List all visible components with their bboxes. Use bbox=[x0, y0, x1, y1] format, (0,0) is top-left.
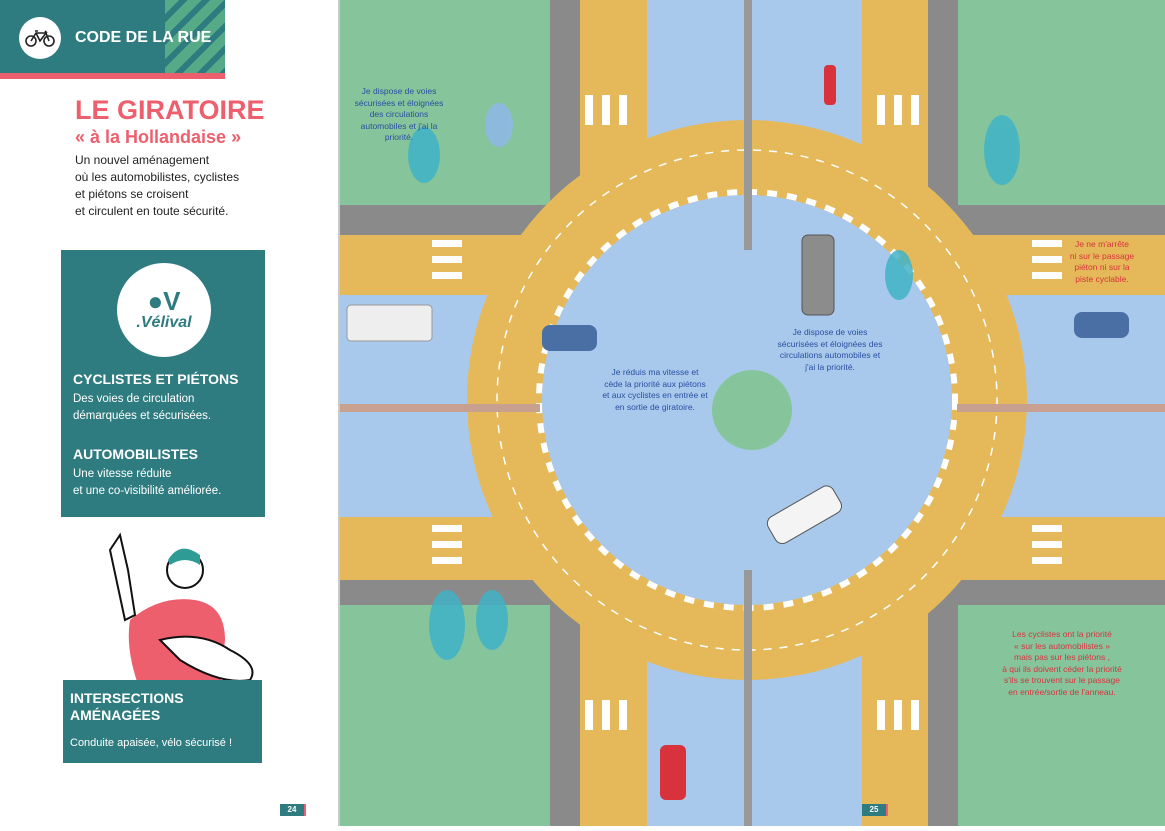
logo-mark: ●V bbox=[147, 286, 181, 316]
note-line: sécurisées et éloignées des bbox=[777, 338, 883, 349]
intro-line: où les automobilistes, cyclistes bbox=[75, 170, 240, 184]
note-line: mais pas sur les piétons , bbox=[1014, 652, 1110, 662]
note-line: Je ne m'arrête bbox=[1074, 239, 1130, 249]
page-subtitle: « à la Hollandaise » bbox=[75, 127, 242, 147]
note-line: Je réduis ma vitesse et bbox=[611, 367, 699, 377]
note-line: piste cyclable. bbox=[1075, 273, 1129, 284]
note-line: s'ils se trouvent sur le passage bbox=[1004, 675, 1120, 685]
velival-logo: ●V .Vélival bbox=[117, 263, 211, 357]
left-page: CODE DE LA RUE LE GIRATOIRE « à la Holla… bbox=[0, 0, 338, 826]
note-line: ni sur le passage bbox=[1069, 250, 1135, 261]
logo-name: .Vélival bbox=[136, 314, 192, 331]
note-line: des circulations bbox=[369, 109, 429, 119]
bicycle-icon bbox=[19, 17, 61, 59]
note-line: j'ai la priorité. bbox=[805, 361, 855, 372]
page-title: LE GIRATOIRE bbox=[75, 95, 265, 125]
note-line: en entrée/sortie de l'anneau. bbox=[1008, 686, 1116, 697]
intro-text: Un nouvel aménagement où les automobilis… bbox=[75, 152, 275, 220]
note-line: Je dispose de voies bbox=[361, 86, 437, 96]
page-number: 25 bbox=[862, 804, 888, 816]
note-line: en sortie de giratoire. bbox=[615, 401, 695, 412]
info-box: ●V .Vélival CYCLISTES ET PIÉTONS Des voi… bbox=[61, 250, 265, 517]
intro-line: et piétons se croisent bbox=[75, 187, 189, 201]
section-line: démarquées et sécurisées. bbox=[73, 410, 212, 422]
section-title: AUTOMOBILISTES bbox=[73, 446, 198, 462]
section-line: Des voies de circulation bbox=[73, 393, 195, 405]
note-line: Je dispose de voies bbox=[792, 327, 868, 337]
section-text: Une vitesse réduite et une co-visibilité … bbox=[73, 466, 221, 500]
note-line: automobiles et j'ai la bbox=[360, 120, 438, 131]
person-illustration bbox=[108, 532, 254, 690]
header-accent-bar bbox=[0, 73, 225, 79]
note-line: sécurisées et éloignées bbox=[354, 97, 444, 108]
note-line: à qui ils doivent céder la priorité bbox=[1002, 663, 1122, 674]
section-line: et une co-visibilité améliorée. bbox=[73, 485, 222, 497]
intersections-text: Conduite apaisée, vélo sécurisé ! bbox=[70, 737, 233, 749]
roundabout-illustration bbox=[340, 0, 1165, 826]
page-number: 24 bbox=[280, 804, 306, 816]
section-text: Des voies de circulation démarquées et sé… bbox=[73, 391, 211, 425]
note-line: circulations automobiles et bbox=[779, 350, 881, 360]
section-line: Une vitesse réduite bbox=[73, 468, 172, 480]
note-line: Les cyclistes ont la priorité bbox=[1012, 629, 1112, 639]
note-line: cède la priorité aux piétons bbox=[604, 378, 706, 389]
section-title: CYCLISTES ET PIÉTONS bbox=[73, 371, 239, 387]
title-line: AMÉNAGÉES bbox=[70, 707, 161, 723]
note-line: piéton ni sur la bbox=[1074, 262, 1130, 272]
tire-track-texture bbox=[165, 0, 225, 73]
header-title: CODE DE LA RUE bbox=[75, 29, 212, 46]
title-line: INTERSECTIONS bbox=[70, 690, 184, 706]
note-line: priorité. bbox=[384, 132, 414, 142]
note-line: « sur les automobilistes » bbox=[1014, 640, 1110, 651]
note-priority: Les cyclistes ont la priorité« sur les a… bbox=[992, 629, 1132, 698]
header-banner: CODE DE LA RUE bbox=[0, 0, 225, 73]
intro-line: Un nouvel aménagement bbox=[75, 153, 210, 167]
note-line: et aux cyclistes en entrée et bbox=[602, 390, 708, 400]
intro-line: et circulent en toute sécurité. bbox=[75, 204, 229, 218]
